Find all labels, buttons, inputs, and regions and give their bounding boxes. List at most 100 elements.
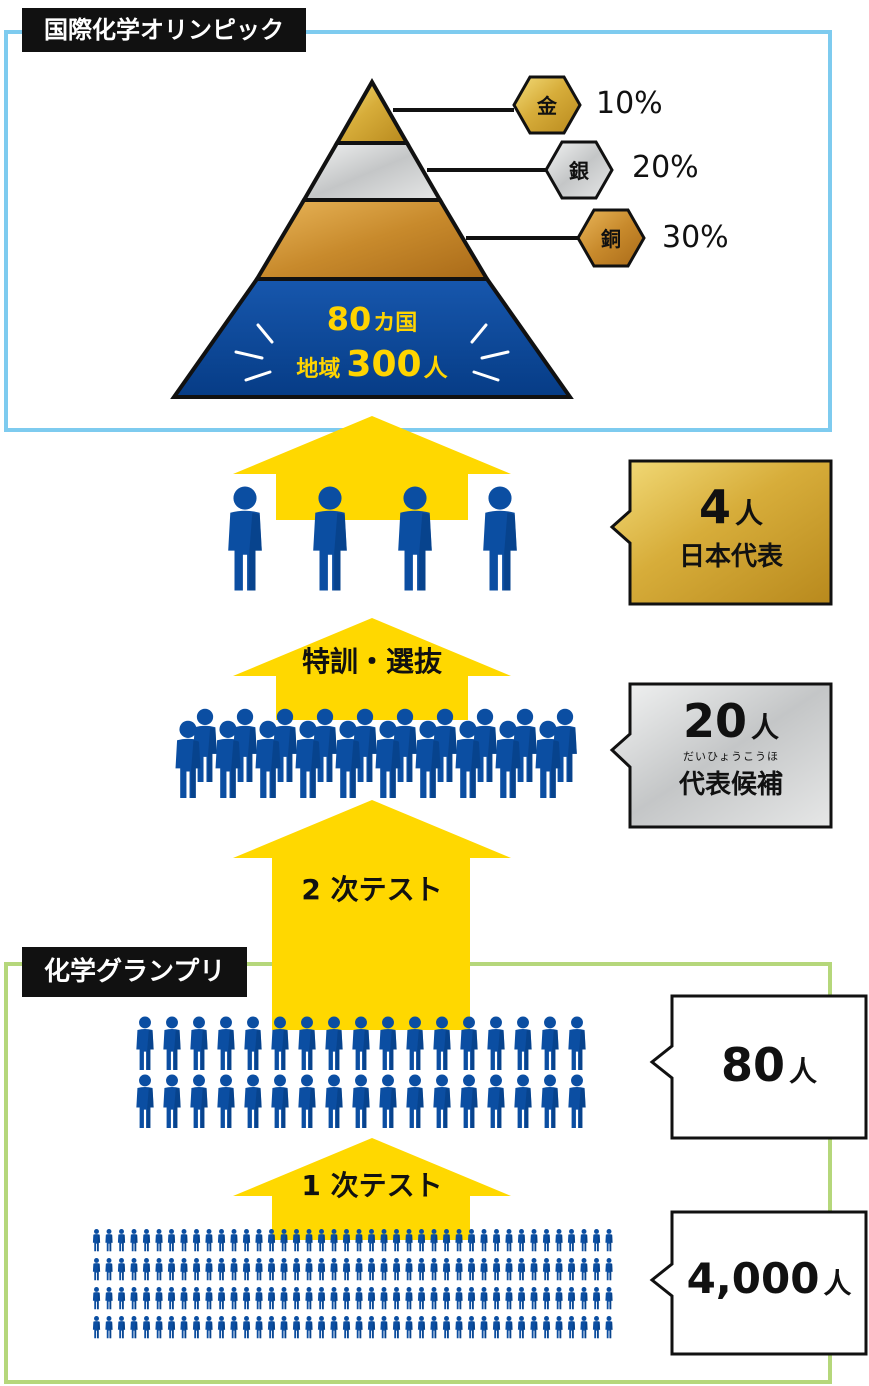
person-icon xyxy=(605,1286,613,1310)
person-icon xyxy=(192,1286,201,1310)
person-icon xyxy=(163,1074,181,1128)
person-icon xyxy=(505,1228,513,1252)
person-icon xyxy=(292,1315,301,1339)
person-icon xyxy=(514,1074,532,1128)
medal-leader-lines xyxy=(393,108,578,240)
person-icon xyxy=(330,1286,338,1310)
pyramid-bronze-tier xyxy=(253,198,491,281)
person-icon xyxy=(542,1315,551,1339)
person-icon xyxy=(267,1286,276,1310)
second-count: 80 xyxy=(720,1038,785,1092)
person-icon xyxy=(342,1315,351,1339)
person-icon xyxy=(530,1257,538,1281)
person-icon xyxy=(380,1286,388,1310)
person-icon xyxy=(280,1257,288,1281)
person-icon xyxy=(117,1315,126,1339)
person-icon xyxy=(417,1286,426,1310)
second-unit: 人 xyxy=(789,1055,818,1088)
person-icon xyxy=(142,1228,151,1252)
person-icon xyxy=(217,1315,226,1339)
person-icon xyxy=(352,1074,370,1128)
person-icon xyxy=(190,1016,208,1070)
person-icon xyxy=(514,1016,532,1070)
person-icon xyxy=(580,1315,588,1339)
medal-bronze-badge: 銅 xyxy=(576,208,646,268)
person-icon xyxy=(242,1315,251,1339)
person-icon xyxy=(330,1257,338,1281)
person-icon xyxy=(217,1286,226,1310)
person-icon xyxy=(505,1286,513,1310)
person-icon xyxy=(242,1257,251,1281)
medal-bronze-char: 銅 xyxy=(601,227,621,251)
person-icon xyxy=(460,1074,478,1128)
person-icon xyxy=(330,1315,338,1339)
person-icon xyxy=(244,1016,262,1070)
arrow-label-training: 特訓・選抜 xyxy=(301,645,442,678)
candidates-ruby: だいひょうこうほ xyxy=(683,750,779,763)
callout-candidates xyxy=(609,682,833,829)
person-icon xyxy=(105,1315,113,1339)
person-icon xyxy=(567,1315,576,1339)
person-icon xyxy=(487,1074,505,1128)
callout-final xyxy=(609,459,833,606)
person-icon xyxy=(271,1074,289,1128)
pyramid-gold-tier xyxy=(333,77,411,145)
person-icon xyxy=(487,1016,505,1070)
person-icon xyxy=(142,1257,151,1281)
person-icon xyxy=(130,1257,138,1281)
person-icon xyxy=(567,1257,576,1281)
medal-silver-char: 銀 xyxy=(569,159,589,183)
person-icon xyxy=(167,1257,176,1281)
person-icon xyxy=(483,486,517,591)
person-icon xyxy=(530,1228,538,1252)
person-icon xyxy=(367,1315,376,1339)
callout-first xyxy=(649,1210,868,1356)
person-icon xyxy=(392,1286,401,1310)
person-icon xyxy=(405,1257,413,1281)
person-icon xyxy=(192,1257,201,1281)
person-icon xyxy=(280,1286,288,1310)
arrow-label-second-test: 2 次テスト xyxy=(301,873,443,906)
person-icon xyxy=(180,1228,188,1252)
person-icon xyxy=(180,1315,188,1339)
person-icon xyxy=(205,1257,213,1281)
person-icon xyxy=(230,1286,238,1310)
person-icon xyxy=(136,1016,154,1070)
person-icon xyxy=(244,1074,262,1128)
pyramid-line1: 80カ国 xyxy=(327,300,418,338)
person-icon xyxy=(405,1315,413,1339)
person-icon xyxy=(517,1257,526,1281)
person-icon xyxy=(230,1257,238,1281)
person-icon xyxy=(92,1228,101,1252)
person-icon xyxy=(517,1286,526,1310)
final-count: 4 xyxy=(698,480,731,534)
medal-gold-percent: 10% xyxy=(596,86,663,121)
person-icon xyxy=(430,1315,438,1339)
medal-silver-badge: 銀 xyxy=(544,140,614,200)
person-icon xyxy=(405,1286,413,1310)
first-unit: 人 xyxy=(823,1267,852,1300)
medal-gold-badge: 金 xyxy=(512,75,582,135)
person-icon xyxy=(392,1315,401,1339)
medal-gold-char: 金 xyxy=(536,94,558,118)
person-icon xyxy=(267,1315,276,1339)
people-group-first xyxy=(92,1228,613,1339)
person-icon xyxy=(541,1074,559,1128)
person-icon xyxy=(255,1315,263,1339)
person-icon xyxy=(292,1286,301,1310)
person-icon xyxy=(568,1074,586,1128)
person-icon xyxy=(155,1315,163,1339)
person-icon xyxy=(180,1286,188,1310)
person-icon xyxy=(228,486,262,591)
person-icon xyxy=(342,1257,351,1281)
person-icon xyxy=(317,1257,326,1281)
person-icon xyxy=(142,1315,151,1339)
person-icon xyxy=(592,1315,601,1339)
person-icon xyxy=(317,1286,326,1310)
person-icon xyxy=(305,1315,313,1339)
person-icon xyxy=(130,1228,138,1252)
person-icon xyxy=(155,1228,163,1252)
person-icon xyxy=(480,1228,488,1252)
person-icon xyxy=(380,1257,388,1281)
